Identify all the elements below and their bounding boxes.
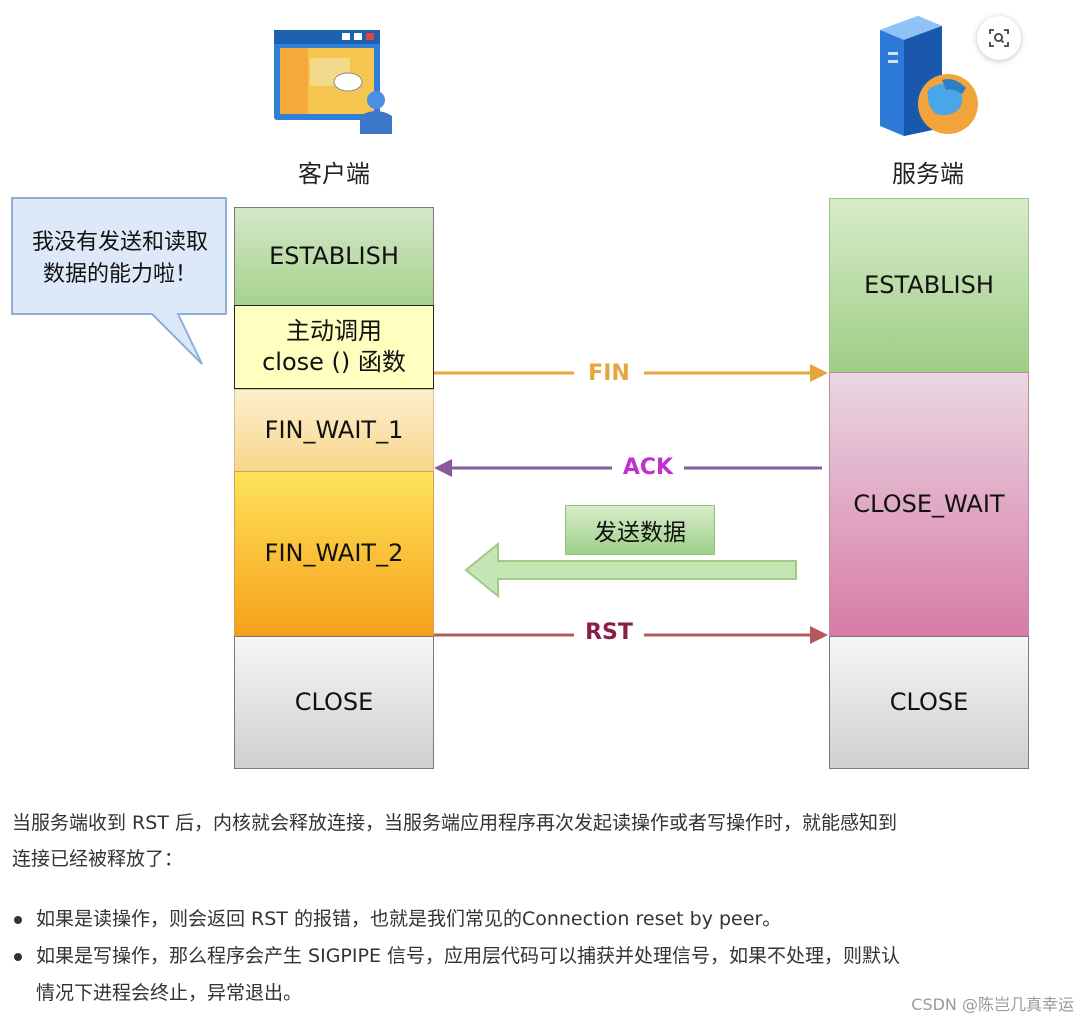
- server-label: 服务端: [892, 160, 964, 188]
- server-state-establish: ESTABLISH: [829, 198, 1029, 373]
- bullet-marker-2: [14, 953, 22, 961]
- zoom-lens-icon: [989, 29, 1009, 47]
- client-label: 客户端: [298, 160, 370, 188]
- client-active-close-line2: close () 函数: [262, 348, 406, 376]
- ack-label: ACK: [612, 455, 684, 480]
- server-state-close-wait: CLOSE_WAIT: [829, 372, 1029, 637]
- rst-label: RST: [574, 620, 644, 645]
- client-state-close: CLOSE: [234, 636, 434, 769]
- send-data-arrow: [464, 541, 797, 599]
- send-data-label: 发送数据: [565, 505, 715, 555]
- bullet-marker-1: [14, 916, 22, 924]
- client-state-fin-wait-2: FIN_WAIT_2: [234, 471, 434, 637]
- client-window-icon: [270, 26, 398, 138]
- callout-text-line1: 我没有发送和读取: [31, 230, 208, 255]
- csdn-watermark: CSDN @陈岂几真幸运: [911, 995, 1074, 1014]
- zoom-button[interactable]: [977, 16, 1021, 60]
- client-state-fin-wait-1: FIN_WAIT_1: [234, 389, 434, 472]
- callout-bubble: [11, 197, 227, 365]
- bullet-item-1: 如果是读操作，则会返回 RST 的报错，也就是我们常见的Connection r…: [36, 908, 782, 930]
- client-state-active-close: 主动调用 close () 函数: [234, 305, 434, 389]
- server-state-close: CLOSE: [829, 636, 1029, 769]
- client-active-close-line1: 主动调用: [286, 316, 382, 345]
- paragraph-line1: 当服务端收到 RST 后，内核就会释放连接，当服务端应用程序再次发起读操作或者写…: [12, 812, 897, 834]
- message-arrows: [434, 364, 828, 644]
- server-globe-icon: [870, 10, 982, 140]
- bullet-item-2-line2: 情况下进程会终止，异常退出。: [36, 982, 303, 1004]
- client-state-establish: ESTABLISH: [234, 207, 434, 306]
- fin-label: FIN: [574, 361, 644, 386]
- callout-text-line2: 数据的能力啦！: [42, 262, 197, 287]
- bullet-item-2-line1: 如果是写操作，那么程序会产生 SIGPIPE 信号，应用层代码可以捕获并处理信号…: [36, 945, 900, 967]
- paragraph-line2: 连接已经被释放了：: [12, 848, 184, 870]
